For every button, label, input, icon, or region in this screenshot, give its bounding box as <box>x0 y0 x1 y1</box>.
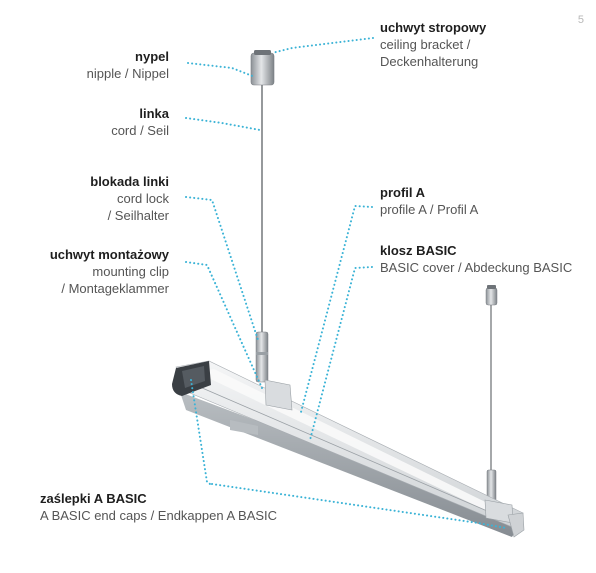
label-ceiling-bracket-title: uchwyt stropowy <box>380 20 487 35</box>
label-end-caps-title: zaślepki A BASIC <box>40 491 147 506</box>
label-cord-lock: blokada linki cord lock / Seilhalter <box>90 173 169 224</box>
label-cover-sub: BASIC cover / Abdeckung BASIC <box>380 260 573 275</box>
label-cord-lock-title: blokada linki <box>90 174 169 189</box>
end-cap-left <box>172 361 211 396</box>
label-cord-lock-sub-2: / Seilhalter <box>107 208 169 223</box>
cord-lock-left <box>255 331 269 383</box>
leader-lines <box>185 37 507 529</box>
leader-profile <box>300 204 373 413</box>
leader-cord <box>185 117 261 131</box>
label-cover: klosz BASIC BASIC cover / Abdeckung BASI… <box>380 242 572 276</box>
label-cord: linka cord / Seil <box>111 105 169 139</box>
label-end-caps: zaślepki A BASIC A BASIC end caps / Endk… <box>40 490 277 524</box>
ceiling-bracket-left <box>250 50 275 86</box>
label-profile-title: profil A <box>380 185 426 200</box>
label-nipple: nypel nipple / Nippel <box>87 48 169 82</box>
leader-cord-lock <box>185 196 259 341</box>
leader-mounting-clip <box>185 261 263 389</box>
ceiling-bracket-right <box>485 285 498 306</box>
label-nipple-sub: nipple / Nippel <box>86 66 169 81</box>
label-ceiling-bracket-sub-2: Deckenhalterung <box>380 54 479 69</box>
end-cap-right <box>507 512 525 538</box>
label-mounting-clip-sub-2: / Montageklammer <box>61 281 169 296</box>
leader-nipple <box>187 62 256 78</box>
leader-end-caps-left <box>190 379 211 485</box>
label-nipple-title: nypel <box>135 49 169 64</box>
label-profile: profil A profile A / Profil A <box>380 184 478 218</box>
leader-ceiling-bracket <box>271 37 374 54</box>
leader-end-caps-right <box>211 483 507 529</box>
label-mounting-clip-title: uchwyt montażowy <box>49 247 169 262</box>
mounting-clip-left <box>230 379 293 435</box>
label-end-caps-sub: A BASIC end caps / Endkappen A BASIC <box>40 508 278 523</box>
page-number: 5 <box>577 14 584 26</box>
label-cord-title: linka <box>139 106 169 121</box>
label-ceiling-bracket: uchwyt stropowy ceiling bracket / Decken… <box>380 19 486 70</box>
label-mounting-clip-sub-1: mounting clip <box>92 264 169 279</box>
label-cord-lock-sub-1: cord lock <box>116 191 169 206</box>
label-profile-sub: profile A / Profil A <box>380 202 479 217</box>
leader-cover <box>309 266 373 441</box>
label-cover-title: klosz BASIC <box>380 243 457 258</box>
label-ceiling-bracket-sub-1: ceiling bracket / <box>380 37 471 52</box>
label-mounting-clip: uchwyt montażowy mounting clip / Montage… <box>50 246 169 297</box>
label-cord-sub: cord / Seil <box>111 123 169 138</box>
